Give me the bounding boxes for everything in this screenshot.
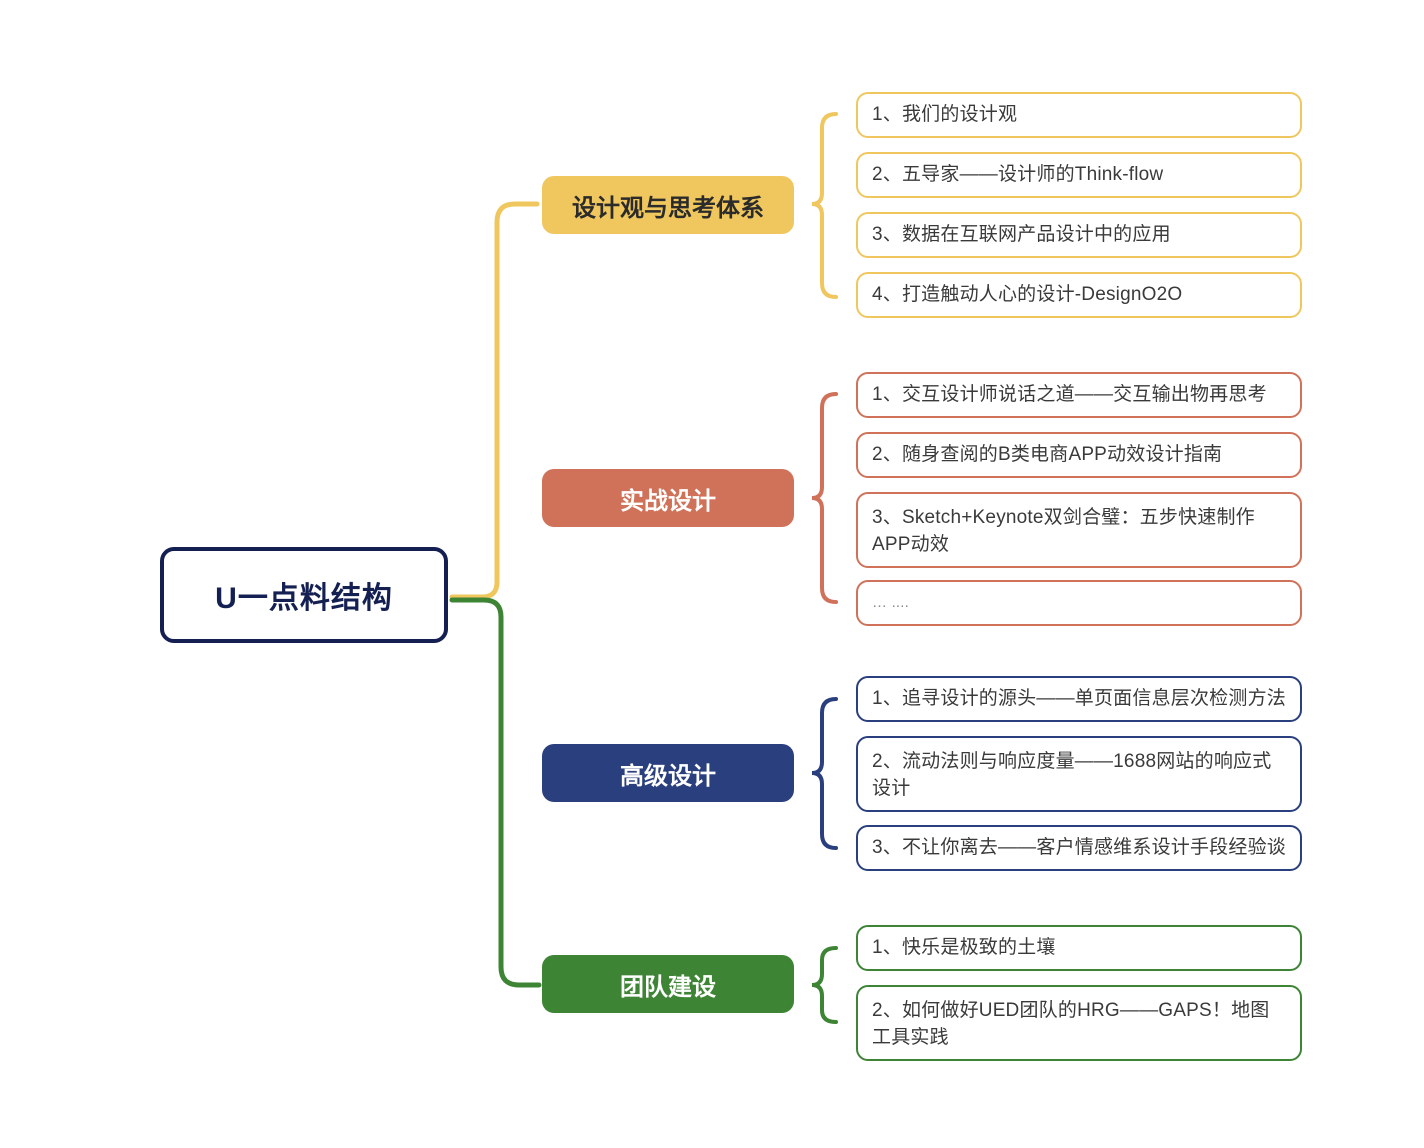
brace-practical-design bbox=[811, 392, 838, 604]
connector-root-to-team-building bbox=[449, 597, 542, 988]
leaf-node-practical-design-2[interactable]: 2、随身查阅的B类电商APP动效设计指南 bbox=[856, 432, 1302, 478]
leaf-node-practical-design-4[interactable]: … .... bbox=[856, 580, 1302, 626]
leaf-node-advanced-design-1[interactable]: 1、追寻设计的源头——单页面信息层次检测方法 bbox=[856, 676, 1302, 722]
leaf-label-practical-design-3: 3、Sketch+Keynote双剑合璧：五步快速制作APP动效 bbox=[872, 507, 1255, 555]
branch-label-practical-design: 实战设计 bbox=[620, 487, 716, 515]
leaf-node-design-view-4[interactable]: 4、打造触动人心的设计-DesignO2O bbox=[856, 272, 1302, 318]
branch-label-design-view: 设计观与思考体系 bbox=[572, 194, 764, 222]
leaf-label-design-view-3: 3、数据在互联网产品设计中的应用 bbox=[872, 223, 1171, 245]
leaf-node-design-view-3[interactable]: 3、数据在互联网产品设计中的应用 bbox=[856, 212, 1302, 258]
leaf-label-advanced-design-2: 2、流动法则与响应度量——1688网站的响应式设计 bbox=[872, 751, 1272, 799]
branch-label-team-building: 团队建设 bbox=[620, 973, 716, 1001]
leaf-label-advanced-design-3: 3、不让你离去——客户情感维系设计手段经验谈 bbox=[872, 836, 1286, 858]
branch-label-advanced-design: 高级设计 bbox=[620, 762, 716, 790]
leaf-label-design-view-4: 4、打造触动人心的设计-DesignO2O bbox=[872, 283, 1183, 305]
leaf-node-advanced-design-2[interactable]: 2、流动法则与响应度量——1688网站的响应式设计 bbox=[856, 736, 1302, 812]
brace-design-view bbox=[811, 112, 838, 299]
leaf-node-advanced-design-3[interactable]: 3、不让你离去——客户情感维系设计手段经验谈 bbox=[856, 825, 1302, 871]
leaf-node-design-view-1[interactable]: 1、我们的设计观 bbox=[856, 92, 1302, 138]
leaf-node-team-building-1[interactable]: 1、快乐是极致的土壤 bbox=[856, 925, 1302, 971]
root-node[interactable]: U一点料结构 bbox=[160, 547, 448, 643]
leaf-label-design-view-1: 1、我们的设计观 bbox=[872, 103, 1018, 125]
leaf-node-team-building-2[interactable]: 2、如何做好UED团队的HRG——GAPS！地图工具实践 bbox=[856, 985, 1302, 1061]
leaf-node-design-view-2[interactable]: 2、五导家——设计师的Think-flow bbox=[856, 152, 1302, 198]
leaf-label-practical-design-2: 2、随身查阅的B类电商APP动效设计指南 bbox=[872, 443, 1223, 465]
leaf-node-practical-design-1[interactable]: 1、交互设计师说话之道——交互输出物再思考 bbox=[856, 372, 1302, 418]
leaf-label-team-building-1: 1、快乐是极致的土壤 bbox=[872, 936, 1056, 958]
connector-root-to-design-view bbox=[449, 201, 540, 600]
leaf-label-practical-design-4: … .... bbox=[872, 594, 910, 612]
leaf-label-advanced-design-1: 1、追寻设计的源头——单页面信息层次检测方法 bbox=[872, 687, 1286, 709]
brace-team-building bbox=[811, 946, 838, 1024]
leaf-label-design-view-2: 2、五导家——设计师的Think-flow bbox=[872, 163, 1164, 185]
brace-advanced-design bbox=[811, 697, 838, 850]
leaf-node-practical-design-3[interactable]: 3、Sketch+Keynote双剑合璧：五步快速制作APP动效 bbox=[856, 492, 1302, 568]
leaf-label-team-building-2: 2、如何做好UED团队的HRG——GAPS！地图工具实践 bbox=[872, 1000, 1270, 1048]
branch-node-practical-design[interactable]: 实战设计 bbox=[542, 469, 794, 527]
branch-node-design-view[interactable]: 设计观与思考体系 bbox=[542, 176, 794, 234]
branch-node-team-building[interactable]: 团队建设 bbox=[542, 955, 794, 1013]
leaf-label-practical-design-1: 1、交互设计师说话之道——交互输出物再思考 bbox=[872, 383, 1267, 405]
root-node-label: U一点料结构 bbox=[215, 582, 393, 615]
branch-node-advanced-design[interactable]: 高级设计 bbox=[542, 744, 794, 802]
